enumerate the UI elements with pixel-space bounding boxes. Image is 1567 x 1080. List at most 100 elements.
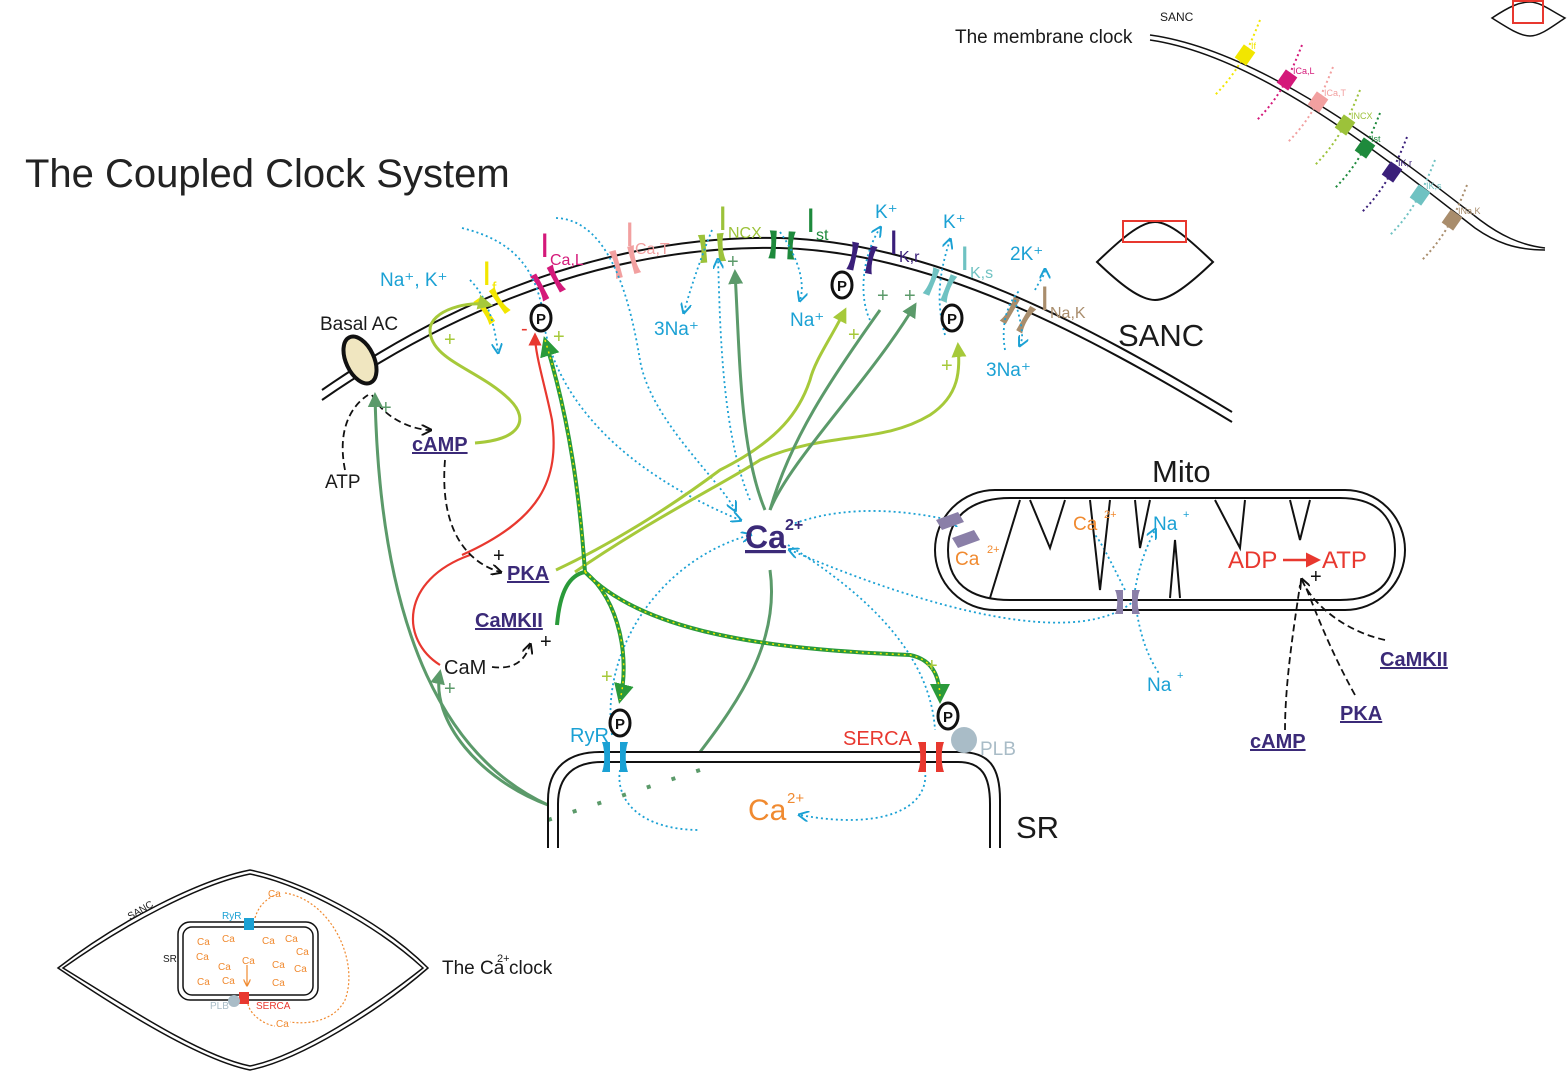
inset-channel-if [1234,44,1256,66]
mito-camp-label: cAMP [1250,731,1306,753]
inset-current-ikr: IK,r [1398,158,1412,168]
current-sub-icat: Ca,T [635,241,670,258]
cam-label: CaM [444,657,486,679]
svg-text:2+: 2+ [787,790,804,807]
inset-ca-title: The Ca 2+ clock [442,953,553,979]
channel-ist [768,230,796,260]
plb-protein [951,727,977,753]
plus-sign: + [877,285,889,307]
ion-3na-ncx: 3Na⁺ [654,319,699,340]
light-green-arrows [428,294,967,574]
plus-sign: + [380,397,392,419]
inset-ca-ion: Ca [262,936,275,947]
phospho-circle [529,303,553,333]
current-label-if: I [482,255,491,293]
sr-label: SR [1016,810,1059,845]
basal-ac-enzyme [341,334,379,386]
sanc-label: SANC [1118,318,1204,353]
sanc-membrane [321,236,1233,423]
inset-channel-inak [1441,209,1463,231]
current-label-inak: I [1040,280,1049,318]
inset-channel-icat [1307,91,1329,113]
serca-pump [918,742,944,772]
basal-ac-label: Basal AC [320,314,398,335]
inset-ca-ion: Ca [285,934,298,945]
current-label-icat: I [625,216,634,254]
channel-incx [697,232,727,264]
ion-na-k: Na⁺, K⁺ [380,270,448,291]
inset-ca-ion: Ca [272,960,285,971]
inset-membrane-sanc: SANC [1160,10,1194,24]
sr-ca: Ca 2+ [748,790,804,827]
svg-text:Ca: Ca [955,549,980,570]
inset-channel-ikr [1381,161,1403,183]
plb-label: PLB [980,739,1016,760]
current-sub-iks: K,s [970,265,993,282]
mito-channel-outer [936,512,980,548]
current-label-iks: I [960,240,969,278]
phospho-circle [936,701,960,731]
inset-membrane-clock: The membrane clock SANC IfICa,LICa,TINCX… [955,0,1567,261]
adp-atp-conversion: ADP ATP [1228,547,1367,574]
channel-inak [999,296,1037,334]
svg-text:2+: 2+ [987,544,1000,556]
mito-pka-label: PKA [1340,703,1382,725]
current-sub-inak: Na,K [1050,305,1086,322]
inset-ca-serca: SERCA [256,1001,291,1012]
svg-text:2+: 2+ [497,953,510,965]
channel-iks [922,267,958,303]
camp-label: cAMP [412,434,468,456]
inset-ca-ion: Ca [276,1019,289,1030]
channel-icat [608,245,642,279]
plus-sign: + [444,678,456,700]
svg-text:ATP: ATP [1322,547,1367,574]
phospho-label: P [615,716,625,733]
diagram-title: The Coupled Clock System [25,152,510,196]
ion-labels: Na⁺, K⁺ 3Na⁺ Na⁺ K⁺ K⁺ 2K⁺ 3Na⁺ [380,202,1043,381]
inset-ca-sr: SR [163,954,177,965]
current-label-ical: I [540,227,549,265]
inset-current-iks: IK,s [1426,181,1442,191]
svg-text:2+: 2+ [1104,509,1117,521]
phospho-label: P [837,278,847,295]
svg-text:Na: Na [1147,675,1172,696]
ryr-channel [602,742,628,772]
svg-text:+: + [1183,509,1189,521]
pka-label: PKA [507,563,549,585]
current-sub-if: f [492,280,497,297]
inset-ca-ion: Ca [296,947,309,958]
inset-ca-ryr: RyR [222,911,241,922]
sr-membrane [547,751,1001,848]
inset-ca-plb: PLB [210,1001,229,1012]
inset-ca-ion: Ca [272,978,285,989]
plus-sign: + [540,631,552,653]
regulation-signs: + + - + + + + + + + + + + + + [380,251,1322,700]
inset-channel-ical [1276,69,1298,91]
inset-ca-ion: Ca [294,964,307,975]
inset-channel-incx [1334,114,1356,136]
svg-text:+: + [1177,670,1183,682]
svg-text:The Ca: The Ca [442,958,505,979]
inset-membrane-title: The membrane clock [955,27,1133,48]
current-label-ist: I [806,202,815,240]
phospho-label: P [536,311,546,328]
phospho-label: P [943,709,953,726]
serca-label: SERCA [843,728,913,750]
inset-ca-ion: Ca [222,934,235,945]
atp-label: ATP [325,472,361,493]
current-label-ikr: I [889,224,898,262]
inset-current-inak: INa,K [1458,206,1481,216]
channel-ikr [846,241,878,275]
mito-ions: Ca 2+ Ca 2+ Na + Na + [955,509,1189,696]
svg-text:clock: clock [509,958,553,979]
inset-ca-ion: Ca [222,976,235,987]
current-sub-ical: Ca,L [550,252,584,269]
inset-channel-iks [1409,184,1431,206]
current-sub-incx: NCX [728,225,762,242]
minus-sign: - [521,318,528,340]
current-label-incx: I [718,200,727,238]
plus-sign: + [1310,566,1322,588]
